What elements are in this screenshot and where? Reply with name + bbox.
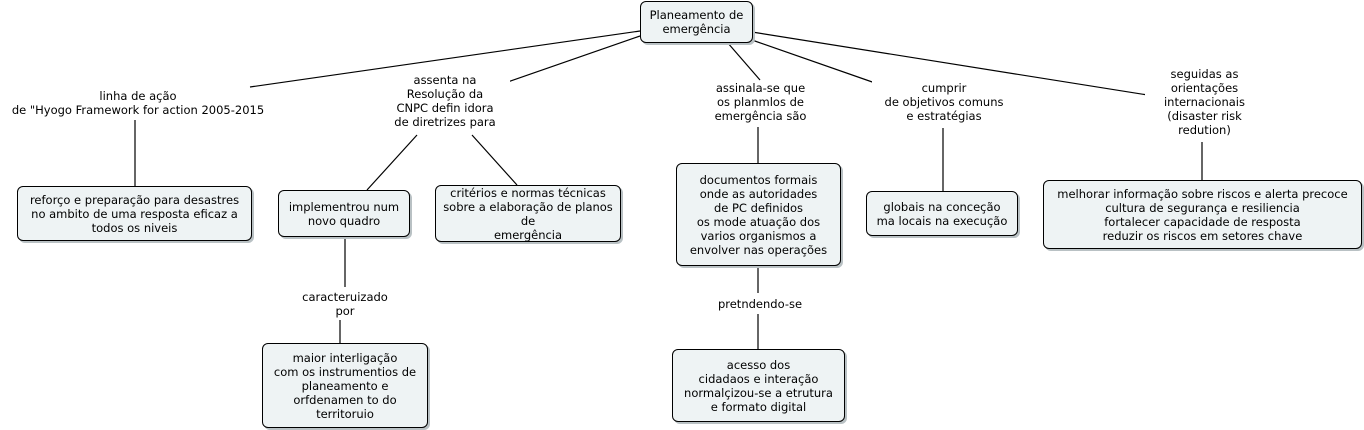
- connector-line: [751, 39, 879, 85]
- link-label-cnpc: assenta na Resolução da CNPC defin idora…: [380, 73, 510, 129]
- link-label-cumprir: cumprir de objetivos comuns e estratégia…: [872, 81, 1016, 123]
- link-label-seguidas: seguidas as orientações internacionais (…: [1145, 67, 1264, 137]
- link-label-hyogo: linha de ação de "Hyogo Framework for ac…: [0, 89, 276, 117]
- concept-criterios[interactable]: critérios e normas técnicas sobre a elab…: [435, 185, 621, 242]
- connector-line: [726, 41, 761, 81]
- concept-globais[interactable]: globais na conceção ma locais na execuçã…: [866, 191, 1018, 236]
- link-label-caracterizado: caracteruizado por: [288, 290, 402, 318]
- concept-documentos[interactable]: documentos formais onde as autoridades d…: [676, 163, 841, 266]
- concept-melhorar[interactable]: melhorar informação sobre riscos e alert…: [1043, 180, 1362, 249]
- concept-implementou[interactable]: implementrou num novo quadro: [278, 190, 410, 237]
- connector-line: [751, 31, 1161, 98]
- connector-line: [501, 35, 641, 85]
- connector-line: [249, 30, 641, 88]
- link-label-assinala: assinala-se que os planmlos de emergênci…: [697, 81, 824, 123]
- concept-acesso[interactable]: acesso dos cidadaos e interação normalçi…: [672, 349, 845, 422]
- link-label-pretendendo: pretndendo-se: [699, 297, 821, 311]
- connector-line: [471, 134, 518, 186]
- concept-reforco[interactable]: reforço e preparação para desastres no a…: [17, 186, 252, 241]
- concept-interligacao[interactable]: maior interligação com os instrumentios …: [262, 343, 428, 428]
- connector-line: [366, 134, 418, 191]
- root-concept-planeamento[interactable]: Planeamento de emergência: [640, 1, 753, 43]
